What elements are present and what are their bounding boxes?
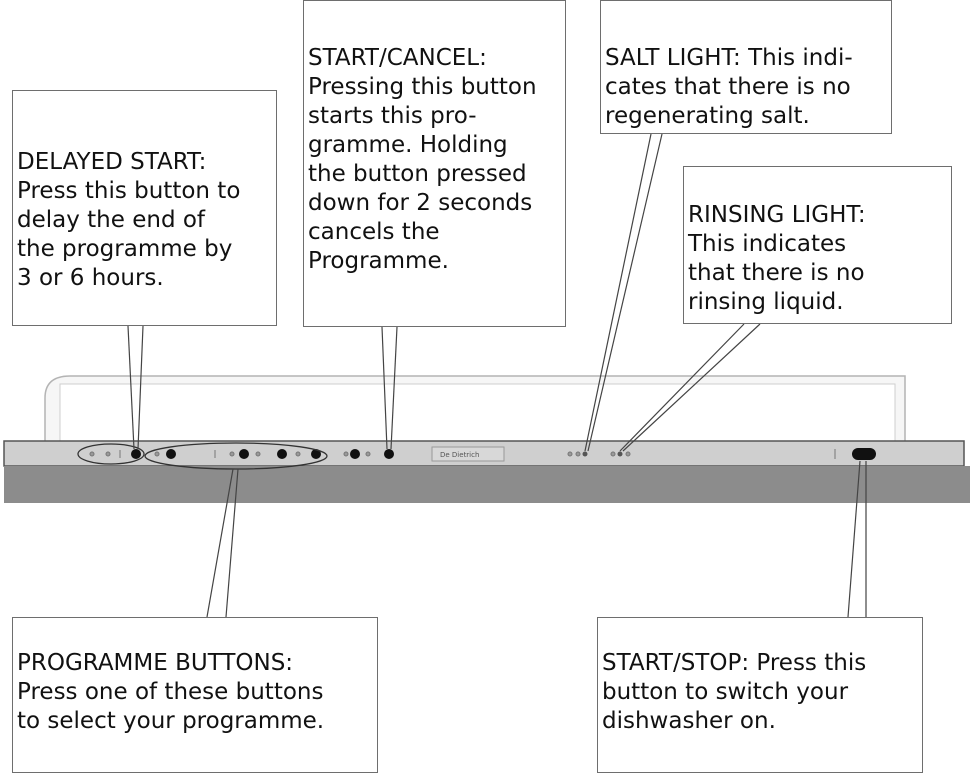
programme-buttons-highlight bbox=[144, 442, 328, 470]
programme-button-3[interactable] bbox=[277, 449, 287, 459]
programme-button-5[interactable] bbox=[350, 449, 360, 459]
delayed-start-text: DELAYED START: Press this button to dela… bbox=[17, 149, 241, 291]
programme-buttons-callout: PROGRAMME BUTTONS: Press one of these bu… bbox=[12, 617, 378, 773]
salt-light-text: SALT LIGHT: This indi- cates that there … bbox=[605, 45, 853, 129]
start-stop-button[interactable] bbox=[852, 448, 876, 460]
door-inner-top bbox=[59, 383, 896, 442]
programme-buttons-text: PROGRAMME BUTTONS: Press one of these bu… bbox=[17, 650, 325, 734]
start-stop-callout: START/STOP: Press this button to switch … bbox=[597, 617, 923, 773]
programme-button-1[interactable] bbox=[166, 449, 176, 459]
salt-light-callout: SALT LIGHT: This indi- cates that there … bbox=[600, 0, 892, 134]
leader-lines bbox=[127, 133, 867, 618]
salt-light-indicator bbox=[582, 451, 588, 457]
programme-button-2[interactable] bbox=[239, 449, 249, 459]
start-stop-text: START/STOP: Press this button to switch … bbox=[602, 650, 867, 734]
dishwasher-body bbox=[4, 466, 970, 503]
brand-label: De Dietrich bbox=[440, 451, 479, 459]
start-cancel-button[interactable] bbox=[384, 449, 394, 459]
rinsing-light-text: RINSING LIGHT: This indicates that there… bbox=[688, 202, 866, 315]
brand-plate bbox=[431, 446, 505, 462]
programme-button-4[interactable] bbox=[311, 449, 321, 459]
start-cancel-text: START/CANCEL: Pressing this button start… bbox=[308, 45, 537, 274]
rinsing-light-callout: RINSING LIGHT: This indicates that there… bbox=[683, 166, 952, 324]
start-cancel-callout: START/CANCEL: Pressing this button start… bbox=[303, 0, 566, 327]
delayed-start-button[interactable] bbox=[131, 449, 141, 459]
delayed-start-callout: DELAYED START: Press this button to dela… bbox=[12, 90, 277, 326]
delayed-start-highlight bbox=[77, 443, 145, 465]
rinsing-light-indicator bbox=[617, 451, 623, 457]
